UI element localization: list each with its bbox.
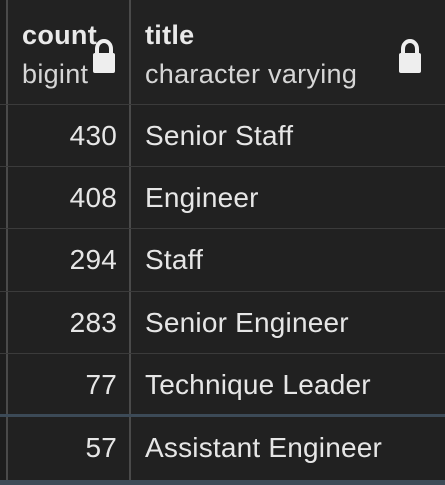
row-selection-divider	[0, 414, 445, 417]
count-cell[interactable]: 294	[8, 229, 131, 291]
column-name: count	[22, 20, 97, 50]
count-cell[interactable]: 430	[8, 105, 131, 166]
row-gutter[interactable]	[0, 229, 8, 291]
row-gutter[interactable]	[0, 354, 8, 415]
count-cell[interactable]: 408	[8, 167, 131, 228]
column-header-title[interactable]: title character varying	[131, 0, 445, 104]
row-gutter-header	[0, 0, 8, 104]
title-cell[interactable]: Engineer	[145, 182, 259, 213]
table-row[interactable]: 294 Staff	[0, 228, 445, 291]
table-row[interactable]: 77 Technique Leader	[0, 353, 445, 415]
grid-bottom-border	[0, 480, 445, 485]
table-row[interactable]: 57 Assistant Engineer	[0, 417, 445, 480]
row-gutter[interactable]	[0, 292, 8, 353]
title-cell[interactable]: Senior Staff	[145, 120, 294, 151]
title-cell[interactable]: Staff	[145, 244, 204, 275]
column-name: title	[145, 20, 195, 50]
column-header-count[interactable]: count bigint	[8, 0, 131, 104]
row-gutter[interactable]	[0, 167, 8, 228]
count-cell[interactable]: 77	[8, 354, 131, 415]
title-cell[interactable]: Technique Leader	[145, 369, 371, 400]
table-header-row: count bigint title character varying	[0, 0, 445, 104]
table-row[interactable]: 283 Senior Engineer	[0, 291, 445, 353]
row-gutter[interactable]	[0, 105, 8, 166]
table-row[interactable]: 430 Senior Staff	[0, 104, 445, 166]
column-type: bigint	[22, 59, 89, 89]
count-cell[interactable]: 57	[8, 417, 131, 480]
lock-icon	[90, 39, 118, 75]
lock-icon	[396, 39, 424, 75]
column-type: character varying	[145, 59, 358, 89]
table-row[interactable]: 408 Engineer	[0, 166, 445, 228]
title-cell[interactable]: Assistant Engineer	[145, 432, 383, 463]
row-gutter[interactable]	[0, 417, 8, 480]
title-cell[interactable]: Senior Engineer	[145, 307, 349, 338]
count-cell[interactable]: 283	[8, 292, 131, 353]
